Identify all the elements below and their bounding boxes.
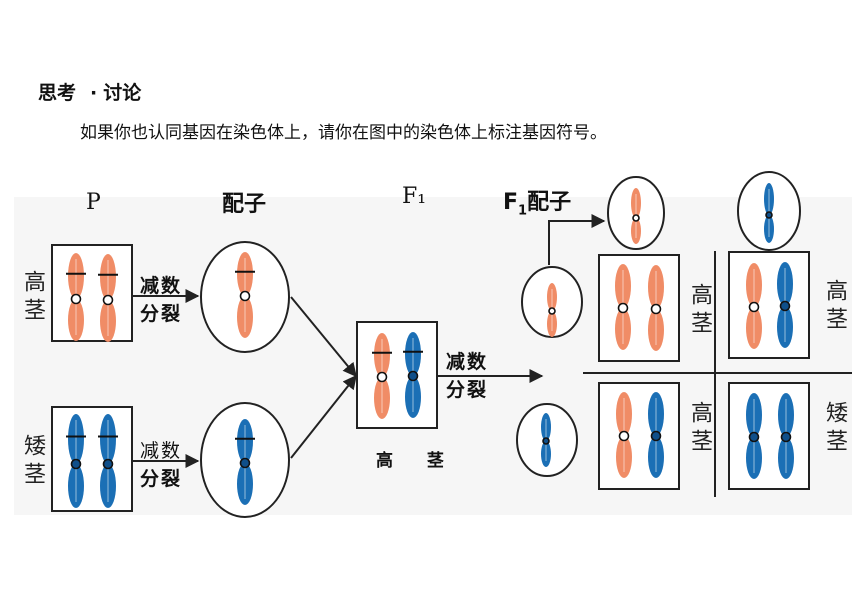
f1-gamete-suffix: 配子	[527, 190, 572, 215]
think-discuss-heading: 思考 ·讨论	[38, 78, 141, 105]
p-dwarf-cell	[51, 406, 133, 512]
centromere	[748, 301, 760, 313]
heading-subtitle: 讨论	[103, 82, 142, 104]
arrow-dwarf-gamete-to-f1	[290, 374, 357, 459]
arrow-tall-gamete-to-f1	[290, 296, 357, 378]
meiosis-label-dwarf: 减数 分裂	[140, 437, 182, 493]
chromosome-cell4-b	[778, 393, 794, 479]
meiosis-label-tall: 减数 分裂	[140, 272, 182, 328]
meiosis-line2: 分裂	[140, 468, 183, 490]
centromere	[70, 293, 82, 305]
chromosome-cell1-b	[648, 265, 664, 351]
label-tall-cell-1: 高茎	[687, 283, 712, 339]
label-f1: F₁	[402, 184, 427, 209]
centromere	[780, 431, 792, 443]
chromosome-p-dwarf-a	[66, 414, 86, 508]
f1-cell	[356, 321, 438, 429]
chromosome-p-dwarf-b	[98, 414, 118, 508]
label-dwarf-parent: 矮茎	[20, 434, 45, 490]
label-tall-cell-3: 高茎	[687, 401, 712, 457]
meiosis-label-f1: 减数 分裂	[446, 348, 488, 404]
punnett-cell-1	[598, 254, 680, 362]
chromosome-cell3-b	[648, 392, 664, 478]
label-tall-parent: 高茎	[20, 270, 45, 326]
chromosome-f1-gamete-top-tall	[631, 188, 641, 244]
centromere	[407, 370, 419, 382]
chromosome-gamete-tall	[235, 252, 255, 338]
centromere	[617, 302, 629, 314]
centromere	[765, 211, 773, 219]
label-gamete: 配子	[222, 192, 267, 217]
chromosome-cell4-a	[746, 393, 762, 479]
centromere	[650, 303, 662, 315]
meiosis-line1: 减数	[140, 275, 183, 297]
chromosome-f1-gamete-tall	[547, 283, 557, 337]
centromere	[376, 371, 388, 383]
chromosome-gamete-dwarf	[235, 419, 255, 505]
punnett-cell-3	[598, 382, 680, 490]
punnett-cell-4	[728, 382, 810, 490]
discussion-prompt: 如果你也认同基因在染色体上，请你在图中的染色体上标注基因符号。	[80, 123, 607, 143]
centromere	[632, 214, 640, 222]
centromere	[650, 430, 662, 442]
centromere	[779, 300, 791, 312]
label-p: P	[86, 190, 101, 215]
label-dwarf-cell-4: 矮茎	[822, 401, 847, 457]
chromosome-p-tall-b	[98, 254, 118, 342]
centromere	[70, 458, 82, 470]
centromere	[102, 458, 114, 470]
centromere	[618, 430, 630, 442]
chromosomes	[66, 183, 794, 508]
chromosome-f1-gamete-top-dwarf	[764, 183, 774, 243]
chromosome-f1-blue	[403, 332, 423, 418]
f1-gamete-prefix: F	[503, 190, 519, 215]
label-f1-gamete: F1配子	[503, 184, 571, 218]
heading-title: 思考	[38, 82, 77, 104]
centromere	[102, 294, 114, 306]
centromere	[239, 457, 251, 469]
p-tall-cell	[51, 244, 133, 342]
chromosome-f1-orange	[372, 333, 392, 419]
centromere	[548, 307, 556, 315]
punnett-cell-2	[728, 251, 810, 359]
chromosome-p-tall-a	[66, 253, 86, 341]
meiosis-line1: 减数	[140, 440, 183, 462]
centromere	[748, 431, 760, 443]
meiosis-line2: 分裂	[446, 379, 489, 401]
centromere	[542, 437, 550, 445]
label-tall-cell-2: 高茎	[822, 279, 847, 335]
meiosis-line2: 分裂	[140, 303, 183, 325]
heading-separator: ·	[90, 82, 98, 104]
centromere	[239, 290, 251, 302]
chromosome-cell2-a	[746, 263, 762, 349]
f1-gamete-subscript: 1	[518, 203, 528, 219]
chromosome-cell2-b	[777, 262, 793, 348]
meiosis-line1: 减数	[446, 351, 489, 373]
chromosome-cell1-a	[615, 264, 631, 350]
arrow-f1-gamete-up	[548, 214, 606, 265]
chromosome-cell3-a	[616, 392, 632, 478]
f1-caption: 高 茎	[376, 451, 458, 471]
chromosome-f1-gamete-dwarf	[541, 413, 551, 467]
